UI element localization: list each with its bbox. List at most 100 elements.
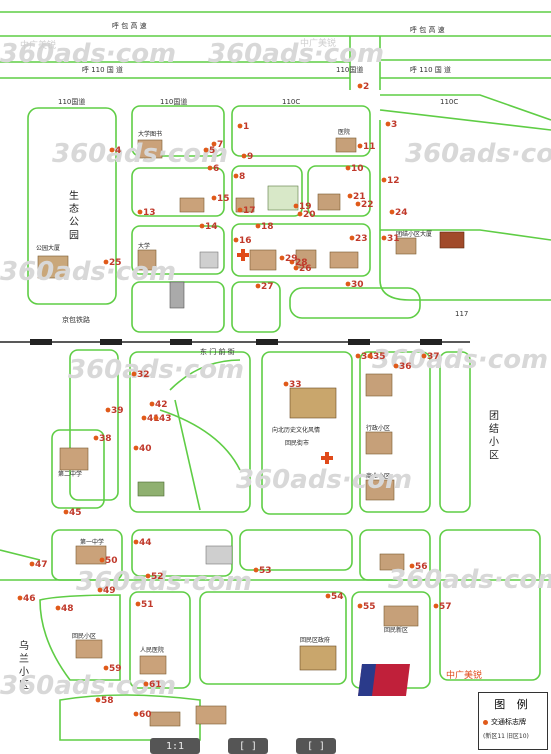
traffic-sign-11[interactable]: 11 [357,142,376,152]
traffic-sign-28[interactable]: 28 [289,258,308,268]
traffic-sign-number: 8 [239,172,245,182]
traffic-sign-dot-icon [367,353,373,359]
traffic-sign-number: 9 [247,152,253,162]
traffic-sign-48[interactable]: 48 [55,604,74,614]
traffic-sign-dot-icon [237,207,243,213]
fullscreen-button[interactable]: [ ] [296,738,336,754]
traffic-sign-number: 59 [109,664,122,674]
traffic-sign-number: 21 [353,192,366,202]
traffic-sign-1[interactable]: 1 [237,122,250,132]
traffic-sign-dot-icon [211,141,217,147]
traffic-sign-16[interactable]: 16 [233,236,252,246]
traffic-sign-41[interactable]: 41 [141,414,160,424]
traffic-sign-50[interactable]: 50 [99,556,118,566]
traffic-sign-10[interactable]: 10 [345,164,364,174]
traffic-sign-number: 29 [285,254,298,264]
traffic-sign-number: 40 [139,444,152,454]
traffic-sign-34[interactable]: 34 [355,352,374,362]
traffic-sign-4[interactable]: 4 [109,146,122,156]
traffic-sign-38[interactable]: 38 [93,434,112,444]
traffic-sign-29[interactable]: 29 [279,254,298,264]
traffic-sign-17[interactable]: 17 [237,206,256,216]
label-top-highway-right: 呼 包 高 速 [410,25,445,34]
traffic-sign-20[interactable]: 20 [297,210,316,220]
traffic-sign-23[interactable]: 23 [349,234,368,244]
traffic-sign-36[interactable]: 36 [393,362,412,372]
traffic-sign-number: 44 [139,538,152,548]
traffic-sign-dot-icon [233,237,239,243]
traffic-sign-3[interactable]: 3 [385,120,398,130]
traffic-sign-7[interactable]: 7 [211,140,224,150]
traffic-sign-15[interactable]: 15 [211,194,230,204]
traffic-sign-56[interactable]: 56 [409,562,428,572]
label-rail-left: 京包铁路 [62,315,90,324]
traffic-sign-57[interactable]: 57 [433,602,452,612]
traffic-sign-31[interactable]: 31 [381,234,400,244]
traffic-sign-5[interactable]: 5 [203,146,216,156]
traffic-sign-40[interactable]: 40 [133,444,152,454]
traffic-sign-number: 56 [415,562,428,572]
traffic-sign-9[interactable]: 9 [241,152,254,162]
building-a: 大学图书 [138,130,162,138]
traffic-sign-dot-icon [207,165,213,171]
traffic-sign-24[interactable]: 24 [389,208,408,218]
fit-screen-button[interactable]: [ ] [228,738,268,754]
watermark-2: 360ads·com [405,139,551,169]
traffic-sign-dot-icon [289,259,295,265]
traffic-sign-number: 3 [391,120,397,130]
building-right-top: 团结小区大厦 [396,230,432,238]
traffic-sign-dot-icon [345,165,351,171]
traffic-sign-49[interactable]: 49 [97,586,116,596]
traffic-sign-dot-icon [349,235,355,241]
traffic-sign-dot-icon [355,353,361,359]
traffic-sign-dot-icon [131,371,137,377]
traffic-sign-53[interactable]: 53 [253,566,272,576]
traffic-sign-39[interactable]: 39 [105,406,124,416]
traffic-sign-30[interactable]: 30 [345,280,364,290]
traffic-sign-46[interactable]: 46 [17,594,36,604]
traffic-sign-43[interactable]: 43 [153,414,172,424]
traffic-sign-47[interactable]: 47 [29,560,48,570]
traffic-sign-55[interactable]: 55 [357,602,376,612]
traffic-sign-number: 30 [351,280,364,290]
traffic-sign-13[interactable]: 13 [137,208,156,218]
traffic-sign-51[interactable]: 51 [135,600,154,610]
traffic-sign-42[interactable]: 42 [149,400,168,410]
traffic-sign-33[interactable]: 33 [283,380,302,390]
traffic-sign-dot-icon [145,573,151,579]
traffic-sign-59[interactable]: 59 [103,664,122,674]
traffic-sign-number: 16 [239,236,252,246]
traffic-sign-6[interactable]: 6 [207,164,220,174]
traffic-sign-61[interactable]: 61 [143,680,162,690]
traffic-sign-number: 52 [151,572,164,582]
traffic-sign-19[interactable]: 19 [293,202,312,212]
traffic-sign-12[interactable]: 12 [381,176,400,186]
traffic-sign-27[interactable]: 27 [255,282,274,292]
traffic-sign-35[interactable]: 35 [367,352,386,362]
traffic-sign-14[interactable]: 14 [199,222,218,232]
traffic-sign-number: 46 [23,594,36,604]
traffic-sign-44[interactable]: 44 [133,538,152,548]
traffic-sign-58[interactable]: 58 [95,696,114,706]
traffic-sign-dot-icon [199,223,205,229]
traffic-sign-21[interactable]: 21 [347,192,366,202]
traffic-sign-2[interactable]: 2 [357,82,370,92]
traffic-sign-54[interactable]: 54 [325,592,344,602]
traffic-sign-number: 58 [101,696,114,706]
traffic-sign-8[interactable]: 8 [233,172,246,182]
actual-size-button[interactable]: 1:1 [150,738,200,754]
building-market: 回民街市 [285,439,309,447]
traffic-sign-32[interactable]: 32 [131,370,150,380]
traffic-sign-25[interactable]: 25 [103,258,122,268]
traffic-sign-number: 45 [69,508,82,518]
traffic-sign-52[interactable]: 52 [145,572,164,582]
traffic-sign-37[interactable]: 37 [421,352,440,362]
traffic-sign-18[interactable]: 18 [255,222,274,232]
traffic-sign-dot-icon [357,603,363,609]
traffic-sign-26[interactable]: 26 [293,264,312,274]
traffic-sign-60[interactable]: 60 [133,710,152,720]
brand-logo-sub: 中广美锐 [446,669,482,681]
traffic-sign-22[interactable]: 22 [355,200,374,210]
traffic-sign-45[interactable]: 45 [63,508,82,518]
